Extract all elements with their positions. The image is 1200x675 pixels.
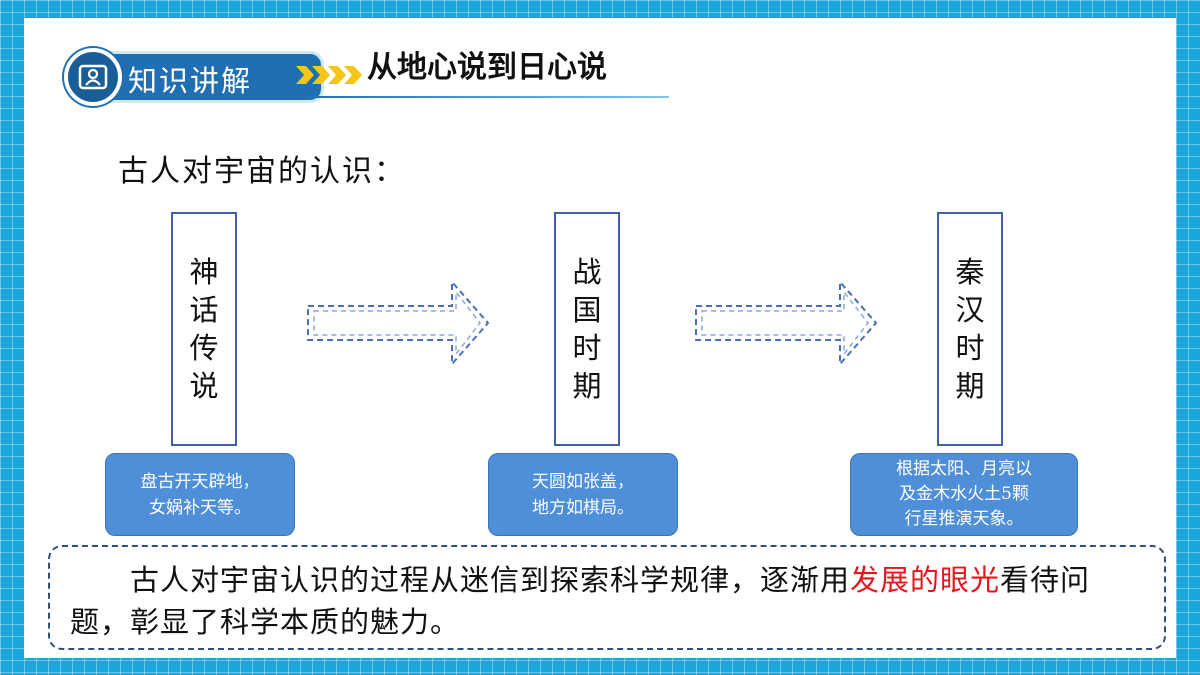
badge-label: 知识讲解: [128, 64, 253, 98]
section-badge: 知识讲解: [64, 48, 324, 108]
note-line: 天圆如张盖，: [532, 471, 634, 492]
note-line: 行星推演天象。: [904, 509, 1024, 529]
stage-char: 战: [572, 255, 602, 289]
summary-text: 古人对宇宙认识的过程从迷信到探索科学规律，逐渐用: [130, 563, 851, 597]
stage-char: 时: [955, 331, 985, 365]
stage-char: 时: [572, 331, 602, 365]
stage-char: 秦: [955, 255, 985, 289]
note-line: 盘古开天辟地，: [140, 471, 260, 492]
stage-char: 说: [189, 369, 219, 403]
note-line: 女娲补天等。: [149, 497, 251, 518]
note-line: 根据太阳、月亮以: [896, 459, 1032, 479]
page-title: 从地心说到日心说: [367, 50, 607, 85]
note-myth: 盘古开天辟地， 女娲补天等。: [105, 453, 295, 536]
note-line: 及金木水火土5颗: [899, 484, 1029, 504]
stage-char: 期: [955, 369, 985, 403]
summary-text-end: 看待问题，彰显了科学本质的魅力。: [70, 563, 1091, 639]
slide: 知识讲解 从地心说到日心说 古人对宇宙的认识： 神 话 传 说 盘古开天辟地， …: [24, 18, 1176, 658]
note-warring-states: 天圆如张盖， 地方如棋局。: [488, 453, 678, 536]
intro-text: 古人对宇宙的认识：: [118, 154, 406, 189]
chevrons-icon: [296, 66, 362, 84]
dashed-right-arrow-icon: [307, 279, 490, 367]
stage-char: 话: [189, 293, 219, 327]
note-line: 地方如棋局。: [532, 497, 634, 518]
stage-char: 神: [189, 255, 219, 289]
stage-box-myth: 神 话 传 说: [171, 212, 237, 446]
title-underline: [299, 96, 669, 98]
summary-highlight: 发展的眼光: [850, 563, 1001, 597]
summary-box: 古人对宇宙认识的过程从迷信到探索科学规律，逐渐用发展的眼光看待问题，彰显了科学本…: [48, 545, 1166, 650]
stage-char: 期: [572, 369, 602, 403]
stage-box-warring-states: 战 国 时 期: [554, 212, 620, 446]
stage-char: 汉: [955, 293, 985, 327]
stage-char: 传: [189, 331, 219, 365]
stage-box-qin-han: 秦 汉 时 期: [937, 212, 1003, 446]
dashed-right-arrow-icon: [695, 279, 878, 367]
person-book-icon: [64, 48, 122, 106]
stage-char: 国: [572, 293, 602, 327]
note-qin-han: 根据太阳、月亮以 及金木水火土5颗 行星推演天象。: [850, 453, 1078, 536]
